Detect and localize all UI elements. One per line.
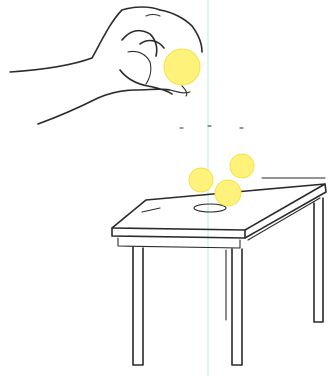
drop-marks (180, 126, 243, 128)
ball-held (164, 49, 200, 85)
ball-on-table-right (230, 154, 254, 178)
ball-on-table-left (189, 168, 213, 192)
ball-on-table-center (215, 180, 241, 206)
table-drawing (112, 178, 326, 365)
